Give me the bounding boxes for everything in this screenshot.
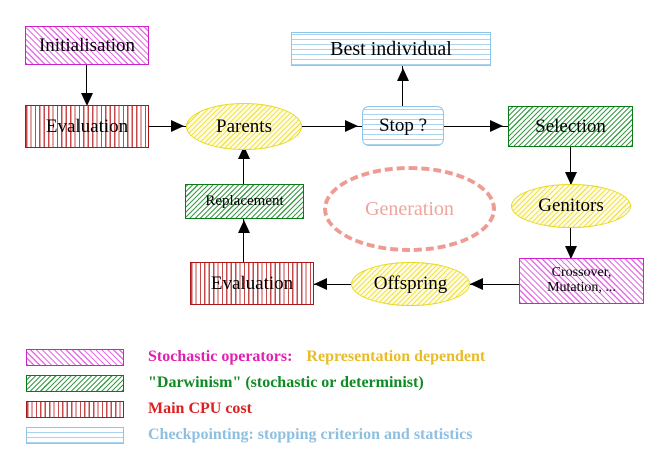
node-best-individual-label: Best individual <box>330 37 452 60</box>
legend-text-stochastic-operators: Stochastic operators: Representation dep… <box>148 348 485 366</box>
node-evaluation-bottom-label: Evaluation <box>210 272 294 294</box>
node-genitors[interactable]: Genitors <box>511 184 631 228</box>
node-replacement-label: Replacement <box>205 192 284 209</box>
connector-offspring-to-evaluation-line <box>314 284 351 286</box>
node-best-individual[interactable]: Best individual <box>291 32 491 66</box>
connector-selection-to-genitors-arrowhead <box>565 172 577 185</box>
connector-stop-to-selection-line <box>444 126 508 128</box>
node-evaluation-bottom[interactable]: Evaluation <box>190 262 314 305</box>
node-stop[interactable]: Stop ? <box>362 106 444 146</box>
legend-swatch-magenta <box>26 348 124 366</box>
connector-crossover-to-offspring-line <box>470 284 519 286</box>
node-genitors-label: Genitors <box>538 195 604 217</box>
node-initialisation[interactable]: Initialisation <box>25 26 149 65</box>
connector-evaluation-to-parents-arrowhead <box>171 120 184 132</box>
node-replacement[interactable]: Replacement <box>185 184 304 219</box>
connector-evaluation-to-replacement-line <box>243 219 245 262</box>
legend-label-darwinism: "Darwinism" (stochastic or determinist) <box>148 374 424 391</box>
legend-row-darwinism: "Darwinism" (stochastic or determinist) <box>26 370 626 396</box>
legend-swatch-red <box>26 400 124 418</box>
legend-row-checkpointing: Checkpointing: stopping criterion and st… <box>26 422 626 448</box>
node-crossover-mutation-label: Crossover, Mutation, ... <box>547 265 616 295</box>
node-parents-label: Parents <box>216 115 272 137</box>
connector-parents-to-stop-arrowhead <box>345 120 358 132</box>
legend-text-checkpointing: Checkpointing: stopping criterion and st… <box>148 426 472 444</box>
connector-replacement-to-parents-line <box>243 148 245 184</box>
connector-evaluation-to-replacement-arrowhead <box>238 220 250 233</box>
legend-label-checkpointing: Checkpointing: stopping criterion and st… <box>148 426 473 443</box>
legend-label-representation-dependent: Representation dependent <box>306 348 486 365</box>
connector-initialisation-to-evaluation-line <box>86 65 88 98</box>
connector-evaluation-to-parents-line <box>149 126 186 128</box>
node-selection-label: Selection <box>535 115 606 137</box>
node-evaluation-top-label: Evaluation <box>45 115 129 137</box>
connector-genitors-to-crossover-arrowhead <box>565 246 577 259</box>
connector-stop-to-best-individual-line <box>402 66 404 107</box>
node-stop-label: Stop ? <box>378 115 428 137</box>
legend-label-main-cpu-cost: Main CPU cost <box>148 400 252 417</box>
node-evaluation-top[interactable]: Evaluation <box>25 105 149 148</box>
node-offspring[interactable]: Offspring <box>351 262 470 306</box>
node-selection[interactable]: Selection <box>508 106 633 147</box>
legend: Stochastic operators: Representation dep… <box>26 344 626 448</box>
connector-stop-to-selection-arrowhead <box>490 120 503 132</box>
legend-label-stochastic-operators: Stochastic operators: <box>148 348 293 365</box>
legend-row-main-cpu-cost: Main CPU cost <box>26 396 626 422</box>
node-crossover-mutation[interactable]: Crossover, Mutation, ... <box>519 258 644 304</box>
legend-swatch-blue <box>26 426 124 444</box>
connector-selection-to-genitors-line <box>570 147 572 184</box>
connector-genitors-to-crossover-line <box>570 228 572 258</box>
connector-initialisation-to-evaluation-arrowhead <box>81 93 93 106</box>
node-initialisation-label: Initialisation <box>38 34 136 56</box>
legend-text-main-cpu-cost: Main CPU cost <box>148 400 252 418</box>
node-parents[interactable]: Parents <box>186 103 302 150</box>
legend-swatch-green <box>26 374 124 392</box>
connector-parents-to-stop-line <box>302 126 362 128</box>
connector-stop-to-best-individual-arrowhead <box>397 68 409 81</box>
legend-row-stochastic-operators: Stochastic operators: Representation dep… <box>26 344 626 370</box>
generation-label: Generation <box>365 197 454 220</box>
connector-crossover-to-offspring-arrowhead <box>470 278 483 290</box>
generation-ellipse: Generation <box>323 166 496 252</box>
legend-text-darwinism: "Darwinism" (stochastic or determinist) <box>148 374 424 392</box>
node-offspring-label: Offspring <box>373 273 448 295</box>
connector-offspring-to-evaluation-arrowhead <box>314 278 327 290</box>
